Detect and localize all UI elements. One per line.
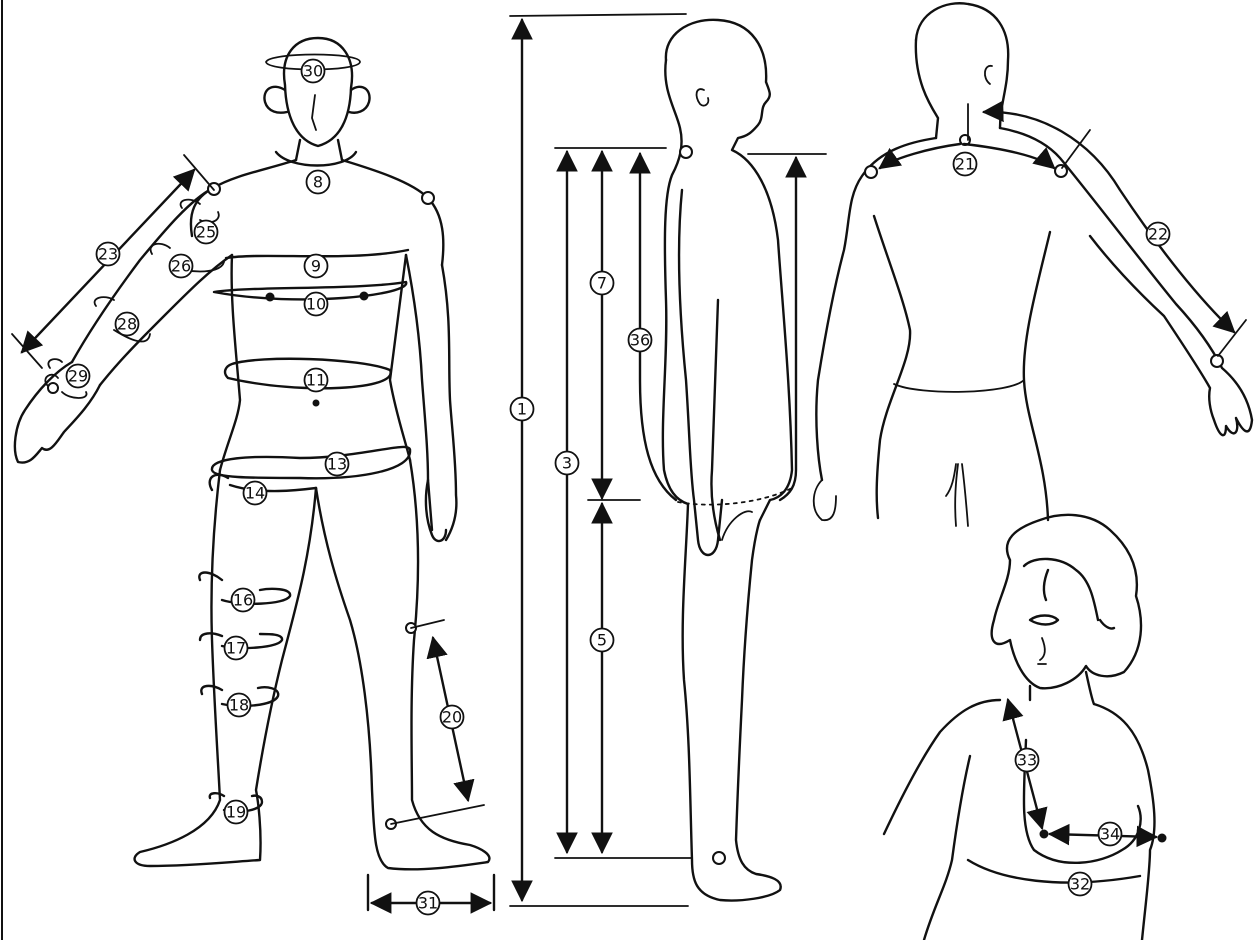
measure-label-7: 7: [591, 272, 614, 295]
svg-text:8: 8: [313, 173, 323, 192]
svg-text:22: 22: [1148, 225, 1168, 244]
measure-label-16: 16: [232, 589, 255, 612]
svg-text:1: 1: [517, 400, 527, 419]
measure-label-36: 36: [629, 329, 652, 352]
svg-text:28: 28: [117, 315, 137, 334]
measure-label-22: 22: [1147, 223, 1170, 246]
measure-label-8: 8: [307, 171, 330, 194]
front-figure: [12, 38, 494, 910]
svg-text:16: 16: [233, 591, 253, 610]
side-figure: [663, 20, 792, 901]
measure-label-11: 11: [305, 369, 328, 392]
svg-text:9: 9: [311, 257, 321, 276]
svg-text:32: 32: [1070, 875, 1090, 894]
svg-text:31: 31: [418, 894, 438, 913]
svg-text:34: 34: [1100, 825, 1120, 844]
svg-text:7: 7: [597, 274, 607, 293]
svg-text:36: 36: [630, 331, 650, 350]
measure-label-10: 10: [305, 293, 328, 316]
measure-label-3: 3: [556, 452, 579, 475]
measure-label-31: 31: [417, 892, 440, 915]
svg-text:19: 19: [226, 803, 246, 822]
svg-text:30: 30: [303, 62, 323, 81]
measure-label-32: 32: [1069, 873, 1092, 896]
measure-label-14: 14: [244, 482, 267, 505]
svg-text:13: 13: [327, 455, 347, 474]
measure-label-9: 9: [305, 255, 328, 278]
measure-label-33: 33: [1016, 749, 1039, 772]
measure-label-20: 20: [441, 706, 464, 729]
svg-text:21: 21: [955, 155, 975, 174]
measure-label-29: 29: [67, 365, 90, 388]
svg-text:23: 23: [98, 245, 118, 264]
svg-text:18: 18: [229, 696, 249, 715]
measure-label-30: 30: [302, 60, 325, 83]
measure-label-13: 13: [326, 453, 349, 476]
measure-label-5: 5: [591, 629, 614, 652]
measure-label-21: 21: [954, 153, 977, 176]
svg-text:10: 10: [306, 295, 326, 314]
svg-text:33: 33: [1017, 751, 1037, 770]
measure-label-19: 19: [225, 801, 248, 824]
svg-text:3: 3: [562, 454, 572, 473]
measure-label-18: 18: [228, 694, 251, 717]
measure-label-17: 17: [225, 637, 248, 660]
svg-text:29: 29: [68, 367, 88, 386]
svg-text:11: 11: [306, 371, 326, 390]
svg-text:20: 20: [442, 708, 462, 727]
svg-text:14: 14: [245, 484, 265, 503]
measure-label-23: 23: [97, 243, 120, 266]
svg-text:5: 5: [597, 631, 607, 650]
svg-text:25: 25: [196, 223, 216, 242]
measure-label-1: 1: [511, 398, 534, 421]
svg-text:17: 17: [226, 639, 246, 658]
measure-label-34: 34: [1099, 823, 1122, 846]
measure-label-28: 28: [116, 313, 139, 336]
bust-figure: [884, 515, 1167, 940]
back-figure: [814, 3, 1252, 526]
svg-text:26: 26: [171, 257, 191, 276]
measure-label-25: 25: [195, 221, 218, 244]
measure-label-26: 26: [170, 255, 193, 278]
